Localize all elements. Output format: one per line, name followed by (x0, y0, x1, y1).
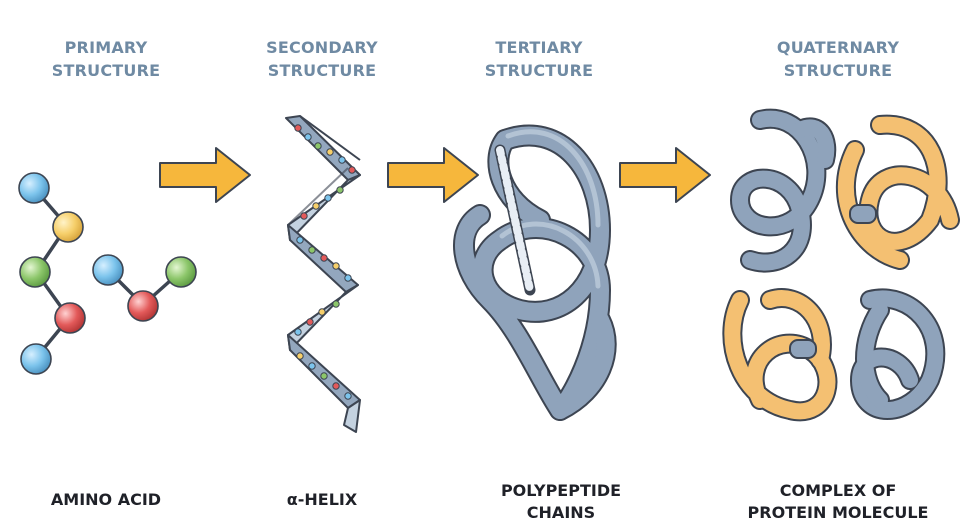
atom-green-1 (19, 256, 51, 288)
title-tertiary-line2: STRUCTURE (484, 61, 594, 80)
caption-quaternary-line2: PROTEIN MOLECULE (747, 503, 929, 522)
helix-residues (294, 124, 356, 400)
caption-tertiary-line1: POLYPEPTIDE (500, 481, 622, 500)
atom-blue-3 (92, 254, 124, 286)
title-secondary-line2: STRUCTURE (267, 61, 377, 80)
polypeptide-chain (453, 124, 617, 421)
title-tertiary: TERTIARY STRUCTURE (439, 36, 639, 82)
title-quaternary-line1: QUATERNARY (776, 38, 900, 57)
caption-secondary: α-HELIX (212, 489, 432, 511)
atom-blue-2 (20, 343, 52, 375)
amino-acid-chain (18, 172, 197, 375)
title-quaternary-line2: STRUCTURE (783, 61, 893, 80)
caption-quaternary: COMPLEX OF PROTEIN MOLECULE (728, 480, 948, 524)
title-secondary-line1: SECONDARY (266, 38, 378, 57)
caption-primary-line1: AMINO ACID (50, 490, 162, 509)
protein-complex (722, 108, 960, 422)
caption-tertiary-line2: CHAINS (526, 503, 596, 522)
caption-quaternary-line1: COMPLEX OF (779, 481, 897, 500)
atom-green-2 (165, 256, 197, 288)
title-secondary: SECONDARY STRUCTURE (222, 36, 422, 82)
caption-secondary-line1: α-HELIX (286, 490, 358, 509)
arrow-3-icon (619, 147, 711, 203)
atom-blue-1 (18, 172, 50, 204)
atom-yellow-1 (52, 211, 84, 243)
title-tertiary-line1: TERTIARY (495, 38, 583, 57)
caption-tertiary: POLYPEPTIDE CHAINS (451, 480, 671, 524)
atom-red-2 (127, 290, 159, 322)
title-primary: PRIMARY STRUCTURE (6, 36, 206, 82)
caption-primary: AMINO ACID (0, 489, 216, 511)
arrow-2-icon (387, 147, 479, 203)
alpha-helix-ribbon (285, 115, 361, 433)
title-quaternary: QUATERNARY STRUCTURE (738, 36, 938, 82)
arrow-1-icon (159, 147, 251, 203)
atom-red-1 (54, 302, 86, 334)
title-primary-line1: PRIMARY (64, 38, 148, 57)
title-primary-line2: STRUCTURE (51, 61, 161, 80)
